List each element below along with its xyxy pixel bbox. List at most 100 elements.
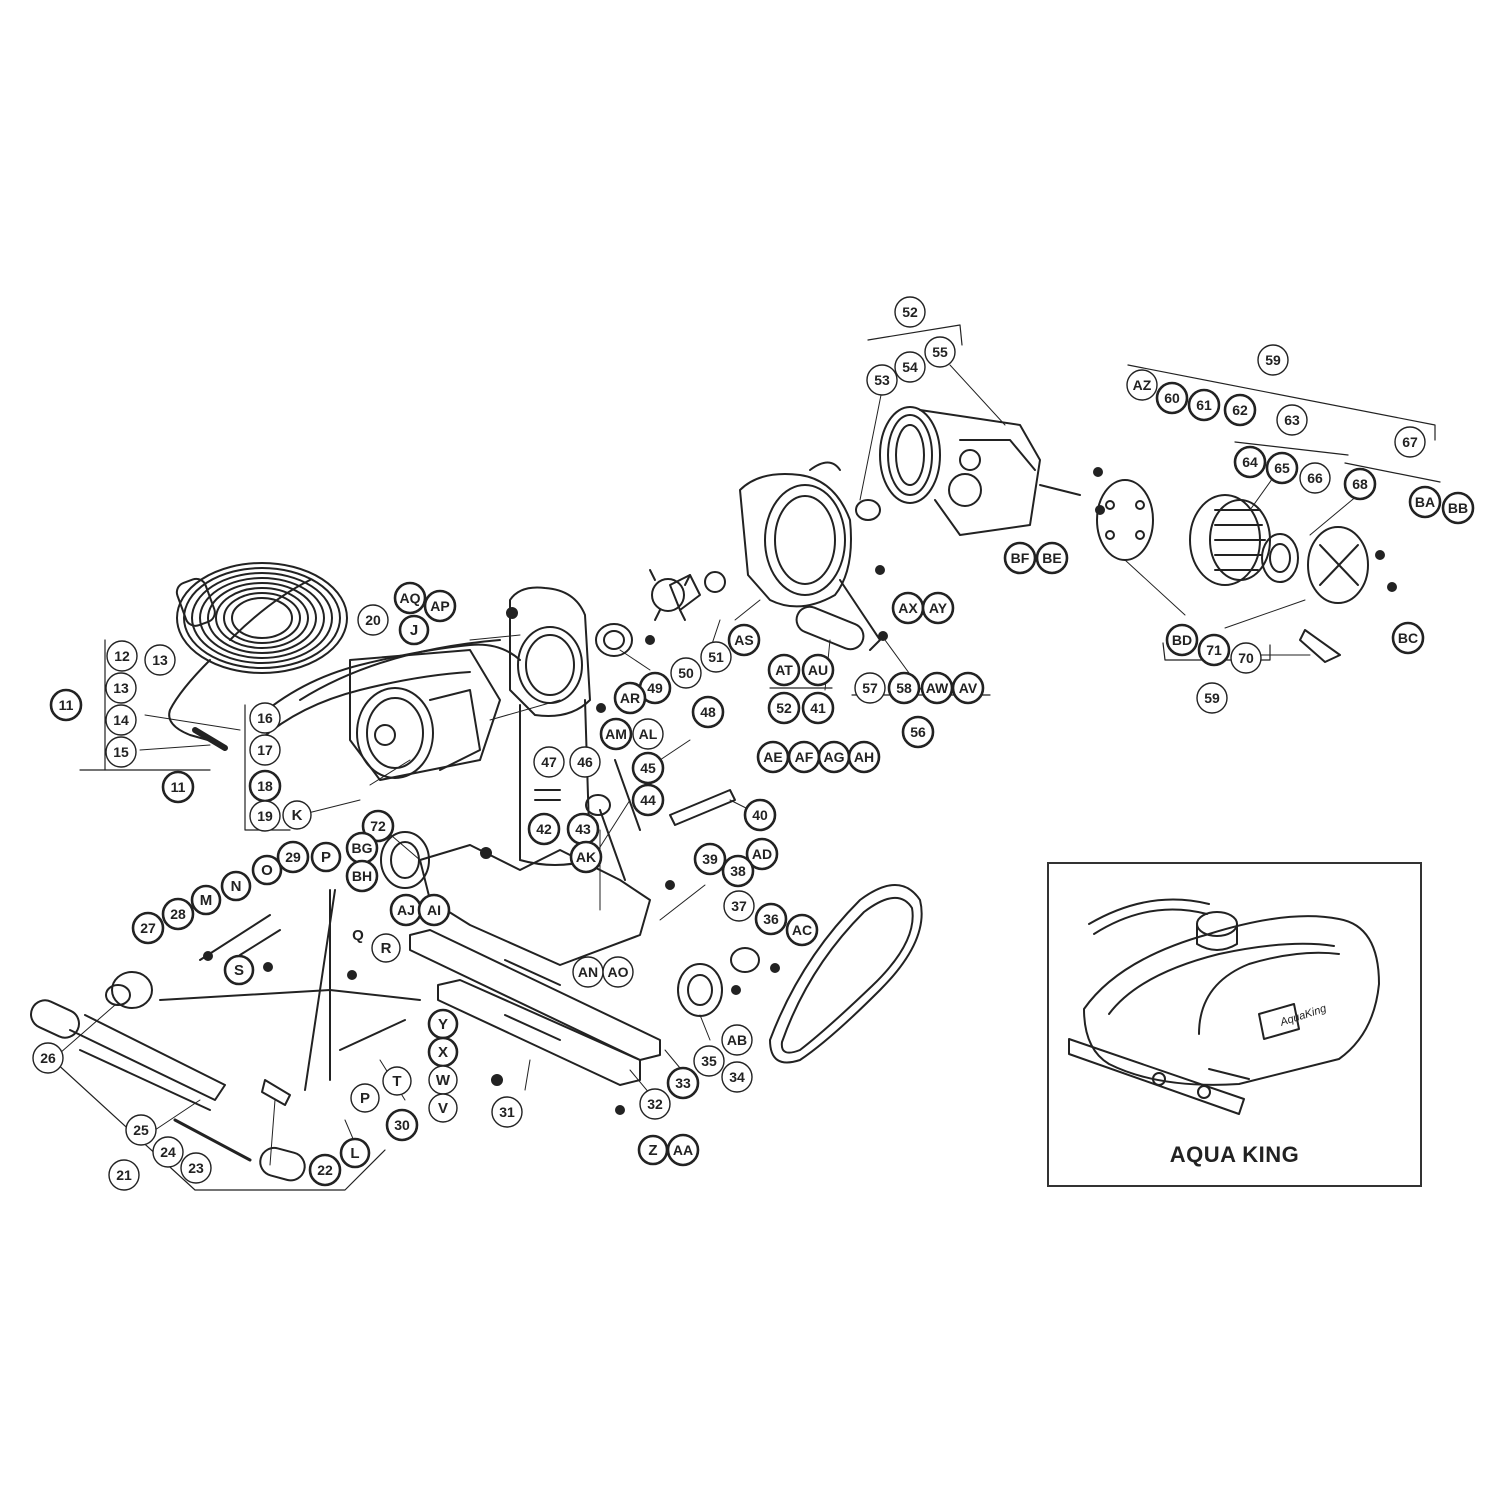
callout-label: 64 [1242, 454, 1258, 470]
inset-title: AQUA KING [1169, 1142, 1300, 1167]
roller-drawing [795, 579, 881, 651]
callout-be: BE [1035, 541, 1069, 575]
callout-label: AO [608, 964, 629, 980]
callout-ar: AR [613, 681, 647, 715]
callout-31: 31 [491, 1096, 523, 1128]
inset-panel: AquaKing AQUA KING [1047, 862, 1422, 1187]
callout-ae: AE [756, 740, 790, 774]
callout-aw: AW [920, 671, 954, 705]
callout-11: 11 [49, 688, 83, 722]
callout-label: X [438, 1044, 448, 1061]
callout-34: 34 [721, 1061, 753, 1093]
callout-label: AM [605, 726, 627, 742]
callout-label: AY [929, 600, 948, 616]
callout-af: AF [787, 740, 821, 774]
callout-z: Z [637, 1134, 669, 1166]
front-bumper [1068, 1038, 1245, 1115]
callout-label: V [438, 1100, 448, 1117]
callout-x: X [427, 1036, 459, 1068]
callout-j: J [398, 614, 430, 646]
callout-bd: BD [1165, 623, 1199, 657]
callout-29: 29 [276, 840, 310, 874]
callout-label: AL [639, 726, 658, 742]
callout-label: 15 [113, 744, 129, 760]
callout-44: 44 [631, 783, 665, 817]
callout-n: N [220, 870, 252, 902]
callout-ap: AP [423, 589, 457, 623]
callout-label: 26 [40, 1050, 56, 1066]
callout-label: 45 [640, 760, 656, 776]
callout-label: 58 [896, 680, 912, 696]
callout-52: 52 [767, 691, 801, 725]
callout-17: 17 [249, 734, 281, 766]
callout-54: 54 [894, 351, 926, 383]
callout-24: 24 [152, 1136, 184, 1168]
callout-59: 59 [1196, 682, 1228, 714]
callout-label: 50 [678, 665, 694, 681]
callout-63: 63 [1276, 404, 1308, 436]
callout-label: 54 [902, 359, 918, 375]
callout-k: K [282, 800, 312, 830]
callout-az: AZ [1126, 369, 1158, 401]
hose-line [1088, 898, 1210, 925]
callout-51: 51 [700, 641, 732, 673]
callout-p: P [350, 1083, 380, 1113]
callout-45: 45 [631, 751, 665, 785]
callout-label: AA [673, 1142, 693, 1158]
callout-ax: AX [891, 591, 925, 625]
callout-label: 41 [810, 700, 826, 716]
callout-label: 39 [702, 851, 718, 867]
callout-label: 17 [257, 742, 273, 758]
callout-label: 16 [257, 710, 273, 726]
callout-label: BB [1448, 500, 1468, 516]
callout-label: AE [763, 749, 782, 765]
callout-13: 13 [105, 672, 137, 704]
callout-ac: AC [785, 913, 819, 947]
callout-label: AI [427, 902, 441, 918]
callout-32: 32 [639, 1088, 671, 1120]
callout-label: AV [959, 680, 978, 696]
callout-label: 67 [1402, 434, 1418, 450]
callout-s: S [223, 954, 255, 986]
callout-52: 52 [894, 296, 926, 328]
callout-19: 19 [249, 800, 281, 832]
callout-38: 38 [721, 854, 755, 888]
gearbox-drawing [855, 406, 1081, 536]
callout-label: 21 [116, 1167, 132, 1183]
callout-label: AC [792, 922, 812, 938]
callout-53: 53 [866, 364, 898, 396]
callout-label: 20 [365, 612, 381, 628]
callout-48: 48 [691, 695, 725, 729]
callout-21: 21 [108, 1159, 140, 1191]
callout-ba: BA [1408, 485, 1442, 519]
callout-label: 34 [729, 1069, 745, 1085]
callout-bc: BC [1391, 621, 1425, 655]
callout-label: 51 [708, 649, 724, 665]
callout-label: Z [648, 1142, 657, 1159]
callout-ak: AK [569, 840, 603, 874]
callout-label: AK [576, 849, 596, 865]
callout-30: 30 [385, 1108, 419, 1142]
callout-64: 64 [1233, 445, 1267, 479]
callout-bg: BG [345, 831, 379, 865]
callout-bh: BH [345, 859, 379, 893]
callout-at: AT [767, 653, 801, 687]
callout-ah: AH [847, 740, 881, 774]
callout-label: 27 [140, 920, 156, 936]
callout-label: BC [1398, 630, 1418, 646]
callout-ab: AB [721, 1024, 753, 1056]
callout-label: 52 [776, 700, 792, 716]
callout-aq: AQ [393, 581, 427, 615]
callout-label: AT [775, 662, 793, 678]
callout-label: 32 [647, 1096, 663, 1112]
callout-label: 23 [188, 1160, 204, 1176]
callout-t: T [382, 1066, 412, 1096]
callout-label: 12 [114, 648, 130, 664]
callout-22: 22 [308, 1153, 342, 1187]
callout-label: AZ [1133, 377, 1152, 393]
callout-label: 65 [1274, 460, 1290, 476]
callout-label: 19 [257, 808, 273, 824]
callout-label: AH [854, 749, 874, 765]
callout-label: 13 [152, 652, 168, 668]
